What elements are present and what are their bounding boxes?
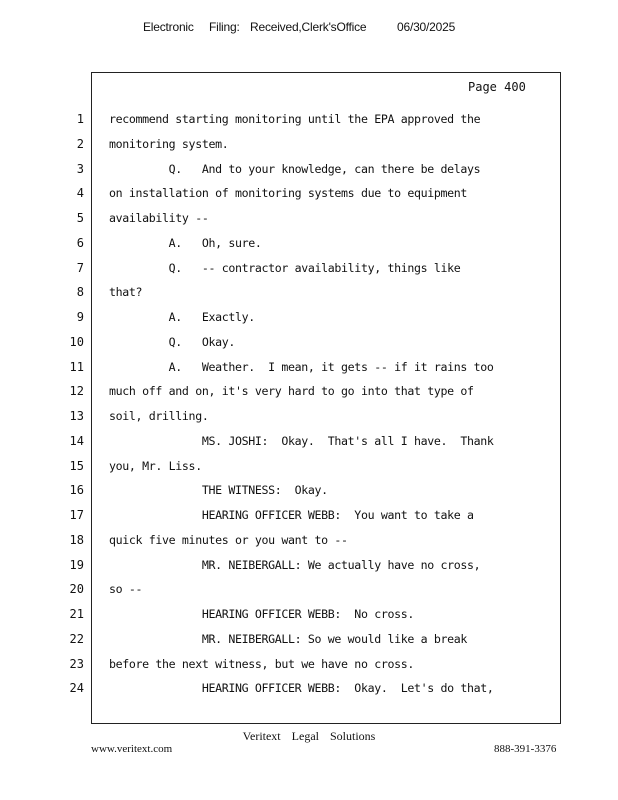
transcript-line: Q. Okay. [109,334,236,349]
filing-header: Electronic Filing: Received,Clerk'sOffic… [0,20,618,38]
header-filing: Filing: [209,20,240,34]
line-number: 4 [76,186,84,201]
footer-website: www.veritext.com [91,743,173,755]
transcript-line: quick five minutes or you want to -- [109,532,348,547]
transcript-line: you, Mr. Liss. [109,458,202,473]
transcript-line: THE WITNESS: Okay. [109,483,328,498]
header-received: Received,Clerk'sOffice [250,20,367,34]
transcript-line: MR. NEIBERGALL: We actually have no cros… [109,557,481,572]
transcript-page-frame [91,72,561,724]
header-date: 06/30/2025 [397,20,456,34]
transcript-line: A. Exactly. [109,310,256,324]
transcript-line: on installation of monitoring systems du… [109,186,468,201]
page-number: Page 400 [468,80,526,94]
transcript-line: HEARING OFFICER WEBB: Okay. Let's do tha… [109,681,494,696]
transcript-line: Q. And to your knowledge, can there be d… [109,161,481,176]
line-number: 16 [69,483,84,498]
line-number: 14 [69,433,84,448]
transcript-line: A. Oh, sure. [109,235,262,250]
transcript-line: HEARING OFFICER WEBB: No cross. [109,607,415,621]
header-electronic: Electronic [143,20,194,34]
footer-company-word-1: Veritext [242,729,281,743]
line-number: 9 [76,310,84,324]
line-number: 10 [69,334,84,349]
transcript-line: before the next witness, but we have no … [109,656,414,671]
line-number: 17 [69,508,84,522]
transcript-line: recommend starting monitoring until the … [109,112,481,126]
transcript-line: HEARING OFFICER WEBB: You want to take a [109,508,474,522]
footer-phone: 888-391-3376 [494,743,557,755]
transcript-line: so -- [109,582,143,597]
transcript-line: MR. NEIBERGALL: So we would like a break [109,631,468,646]
line-number: 21 [69,607,84,621]
line-number: 23 [69,656,84,671]
transcript-line: much off and on, it's very hard to go in… [109,384,474,399]
line-number: 15 [69,458,84,473]
line-number: 13 [69,409,84,423]
transcript-line: Q. -- contractor availability, things li… [109,260,461,275]
footer-company: Veritext Legal Solutions [0,729,618,744]
transcript-line: monitoring system. [109,136,229,151]
line-number: 18 [69,532,84,547]
line-number: 6 [76,235,84,250]
footer-company-word-3: Solutions [329,729,376,743]
line-number: 2 [76,136,84,151]
line-number: 7 [76,260,84,275]
transcript-line: MS. JOSHI: Okay. That's all I have. Than… [109,433,494,448]
footer-company-word-2: Legal [291,729,319,743]
transcript-line: that? [109,285,143,300]
line-number: 12 [69,384,84,399]
line-number: 8 [76,285,84,300]
line-number: 5 [76,211,84,225]
transcript-line: A. Weather. I mean, it gets -- if it rai… [109,359,494,374]
line-number: 24 [69,681,84,696]
transcript-line: soil, drilling. [109,409,209,423]
line-number: 3 [76,161,84,176]
line-number: 11 [69,359,84,374]
line-number: 20 [69,582,84,597]
line-number: 22 [69,631,84,646]
line-number: 19 [69,557,84,572]
transcript-line: availability -- [109,211,209,225]
line-number: 1 [76,112,84,126]
